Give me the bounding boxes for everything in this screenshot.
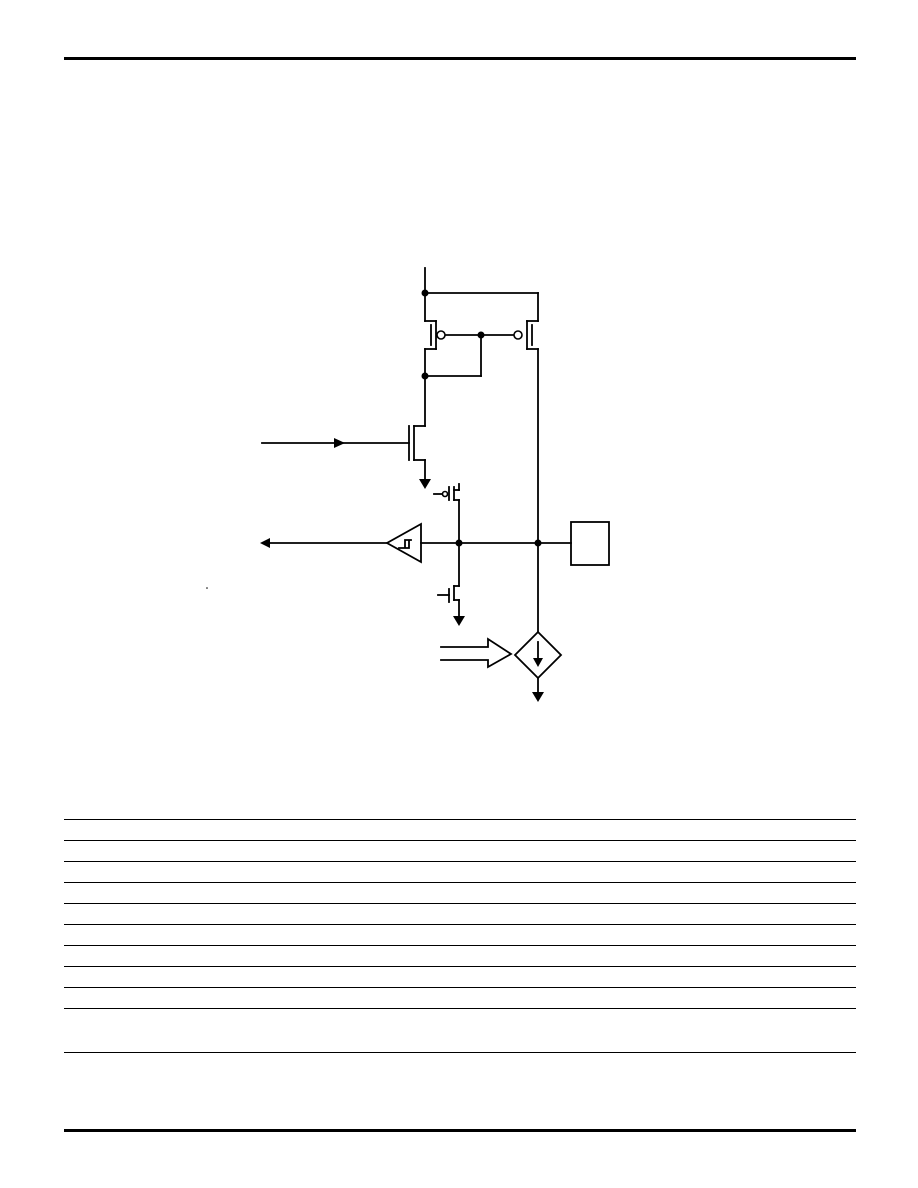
table-rule — [64, 924, 856, 925]
junction-dot — [421, 372, 429, 380]
current-sink — [513, 542, 563, 695]
table-rule — [64, 1008, 856, 1009]
sink-arrowhead — [533, 658, 543, 667]
junction-dot — [534, 539, 542, 547]
supply-rail — [424, 267, 539, 322]
pmos-pullup — [433, 483, 460, 544]
pmos-left-bubble — [436, 330, 446, 340]
pad-box — [570, 521, 610, 566]
control-input-arrow — [440, 637, 513, 669]
input-arrowhead — [334, 438, 345, 448]
pmos-right-bubble — [513, 330, 523, 340]
table-rule — [64, 987, 856, 988]
circuit-schematic — [206, 267, 610, 702]
pmos-right — [526, 320, 539, 544]
table-rule — [64, 861, 856, 862]
output-arrowhead — [260, 538, 270, 548]
pmos-pullup-bubble — [441, 490, 449, 498]
footer-rule — [64, 1129, 856, 1132]
pmos-left — [424, 320, 437, 377]
junction-dot — [421, 289, 429, 297]
ground-arrow — [453, 616, 465, 626]
junction-dot — [455, 539, 463, 547]
ground-arrow — [532, 692, 544, 702]
table-rule — [64, 966, 856, 967]
table-rule — [64, 1052, 856, 1053]
stray-dot — [206, 587, 208, 589]
nmos-input — [261, 375, 426, 482]
table-rule — [64, 903, 856, 904]
ground-arrow — [419, 479, 431, 489]
header-rule — [64, 57, 856, 60]
schmitt-buffer — [267, 522, 422, 564]
table-rule — [64, 882, 856, 883]
table-rule — [64, 945, 856, 946]
table-rule — [64, 840, 856, 841]
mirror-gate-tie — [424, 334, 515, 377]
junction-dot — [477, 331, 485, 339]
table-rule — [64, 819, 856, 820]
nmos-pulldown — [437, 542, 460, 619]
